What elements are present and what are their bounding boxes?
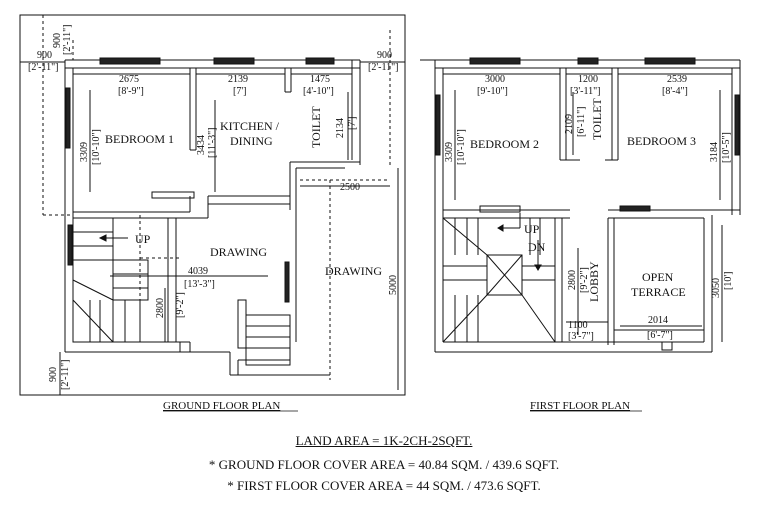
dim-h3309: 3309 (79, 142, 90, 162)
dim-f-w3000-ft: [9'-10"] (477, 86, 508, 97)
room-label-kitchen-line2: DINING (230, 134, 273, 148)
dim-f-w1100: 1100 (568, 320, 588, 331)
dim-h3434: 3434 (196, 135, 207, 155)
dim-f-h3184-ft: [10'-5"] (721, 132, 732, 163)
dim-f-h3184: 3184 (709, 142, 720, 162)
dim-w4039: 4039 (188, 266, 208, 277)
dim-h2800-ft: [9'-2"] (175, 292, 186, 318)
dim-h2134-ft: [7'] (347, 117, 358, 130)
stair-label-ground-up: UP (135, 232, 151, 246)
dim-f-h2800: 2800 (567, 270, 578, 290)
stair-label-first-up: UP (524, 222, 540, 236)
dim-w2139-ft: [7'] (233, 86, 246, 97)
ground-entry-steps (229, 299, 330, 376)
dim-top-900: 900 (37, 50, 52, 61)
dim-bottom-211: [2'-11"] (60, 359, 71, 390)
dim-right-top-211: [2'-11"] (368, 62, 399, 73)
land-area-text: LAND AREA = 1K-2CH-2SQFT. (295, 433, 473, 448)
dim-top-211: [2'-11"] (28, 62, 59, 73)
ground-floor-border (19, 14, 406, 396)
dim-f-w1200-ft: [3'-11"] (570, 86, 601, 97)
first-windows (435, 57, 740, 351)
ground-windows (65, 57, 335, 303)
dim-w2139: 2139 (228, 74, 248, 85)
ground-floor-plan (19, 14, 406, 396)
first-walls (434, 60, 741, 353)
room-label-bedroom-2: BEDROOM 2 (470, 137, 539, 151)
room-label-open: OPEN (642, 270, 674, 284)
dim-f-w2539: 2539 (667, 74, 687, 85)
dim-f-w2014: 2014 (648, 315, 668, 326)
ground-projection-lines (42, 15, 391, 380)
room-label-lobby: LOBBY (587, 261, 601, 302)
dim-f-w3000: 3000 (485, 74, 505, 85)
dim-h2800: 2800 (155, 298, 166, 318)
room-label-drawing: DRAWING (210, 245, 267, 259)
ground-cover-area-text: * GROUND FLOOR COVER AREA = 40.84 SQM. /… (208, 457, 560, 472)
dim-f-w2014-ft: [6'-7"] (647, 330, 673, 341)
first-staircase (442, 213, 563, 343)
first-dimension-lines (443, 73, 732, 342)
dim-bottom-900: 900 (48, 367, 59, 382)
dim-f-w1100-ft: [3'-7"] (568, 331, 594, 342)
dim-w2675: 2675 (119, 74, 139, 85)
caption-first-floor-plan: FIRST FLOOR PLAN (530, 400, 630, 412)
caption-ground-floor-plan: GROUND FLOOR PLAN (163, 400, 280, 412)
room-label-terrace: TERRACE (631, 285, 686, 299)
room-label-first-toilet: TOILET (590, 98, 604, 140)
dim-w1475: 1475 (310, 74, 330, 85)
dim-f-h2800-ft: [9'-2"] (579, 267, 590, 293)
room-label-ground-toilet: TOILET (309, 106, 323, 148)
dim-f-h3050-ft: [10'] (723, 272, 734, 290)
dim-h2134: 2134 (335, 118, 346, 138)
dim-w2500: 2500 (340, 182, 360, 193)
dim-right-top-900: 900 (377, 50, 392, 61)
first-cover-area-text: * FIRST FLOOR COVER AREA = 44 SQM. / 473… (227, 478, 541, 493)
dim-f-h2109: 2109 (564, 114, 575, 134)
dim-f-h3309-ft: [10'-10"] (456, 129, 467, 165)
dim-w2675-ft: [8'-9"] (118, 86, 144, 97)
ground-staircase (72, 217, 177, 343)
dim-h3309-ft: [10'-10"] (91, 129, 102, 165)
dim-h3434-ft: [11'-3"] (207, 127, 218, 158)
room-label-bedroom-1: BEDROOM 1 (105, 132, 174, 146)
dim-f-h3309: 3309 (444, 142, 455, 162)
room-label-kitchen-line1: KITCHEN / (220, 119, 280, 133)
dim-f-w2539-ft: [8'-4"] (662, 86, 688, 97)
dim-w1475-ft: [4'-10"] (303, 86, 334, 97)
stair-label-first-dn: DN (528, 240, 546, 254)
dim-left-top-900: 900 (52, 33, 63, 48)
room-label-bedroom-3: BEDROOM 3 (627, 134, 696, 148)
dim-f-h3050: 3050 (711, 278, 722, 298)
dim-left-top-211: [2'-11"] (62, 24, 73, 55)
ground-walls (64, 59, 361, 353)
ground-dimension-lines (20, 61, 405, 395)
first-floor-plan (420, 57, 741, 353)
dim-w4039-ft: [13'-3"] (184, 279, 215, 290)
dim-h5000: 5000 (388, 275, 399, 295)
dim-f-h2109-ft: [6'-11"] (576, 106, 587, 137)
room-label-drawing-ext: DRAWING (325, 264, 382, 278)
dim-f-w1200: 1200 (578, 74, 598, 85)
